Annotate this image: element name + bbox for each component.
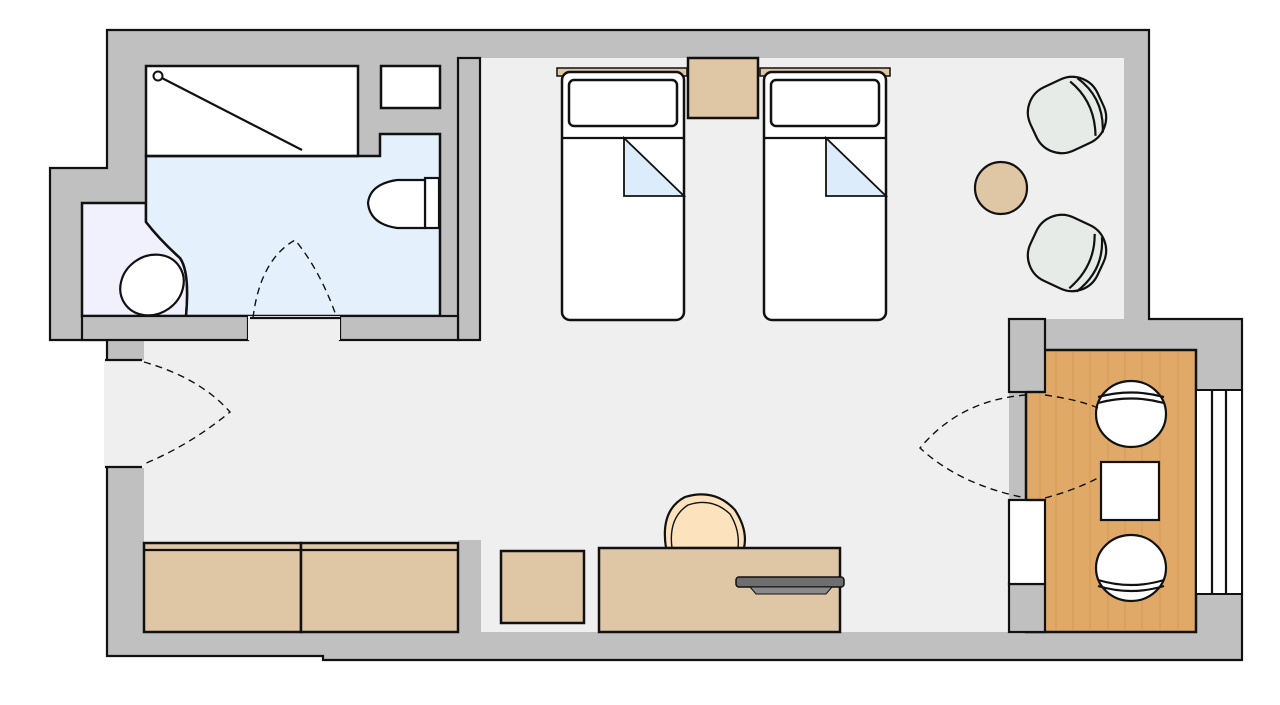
bathroom-door-opening xyxy=(248,316,340,340)
shower-glass-panel xyxy=(157,75,303,151)
toilet-icon xyxy=(366,176,441,230)
balcony-chair-top xyxy=(1094,379,1168,449)
balcony xyxy=(1007,317,1243,634)
entrance-door-swing xyxy=(143,361,232,465)
round-side-table xyxy=(973,160,1029,216)
balcony-chair-bottom xyxy=(1094,533,1168,603)
bathroom-partition-wall xyxy=(456,56,482,342)
balcony-door-swing-right-bottom xyxy=(1044,477,1099,499)
shower-hinge-icon xyxy=(152,70,164,82)
desk-chair-icon xyxy=(663,493,747,550)
bathroom-shelf xyxy=(379,64,442,110)
shower-area xyxy=(144,64,360,158)
bed-right xyxy=(759,67,891,322)
balcony-wall-upper xyxy=(1007,317,1047,394)
mini-bar-cabinet xyxy=(499,549,586,625)
balcony-fixed-glass xyxy=(1007,498,1047,586)
balcony-table xyxy=(1099,460,1161,522)
balcony-wall-lower xyxy=(1007,582,1047,634)
bathroom-wall-bottom-right xyxy=(338,314,460,342)
lounge-chair-top xyxy=(1026,75,1108,155)
lounge-chair-bottom xyxy=(1026,213,1108,293)
nightstand xyxy=(686,56,760,120)
balcony-door-swing-left xyxy=(919,394,1027,499)
bed-left xyxy=(556,67,688,322)
sink-icon xyxy=(119,253,185,317)
bathroom-wall-bottom-left xyxy=(80,314,250,342)
entrance-door-opening xyxy=(104,360,144,468)
wardrobe-left xyxy=(142,541,303,634)
balcony-door-swing-right-top xyxy=(1044,394,1099,409)
tv-icon xyxy=(735,576,845,595)
wardrobe-right xyxy=(299,541,460,634)
balcony-window xyxy=(1195,389,1243,595)
